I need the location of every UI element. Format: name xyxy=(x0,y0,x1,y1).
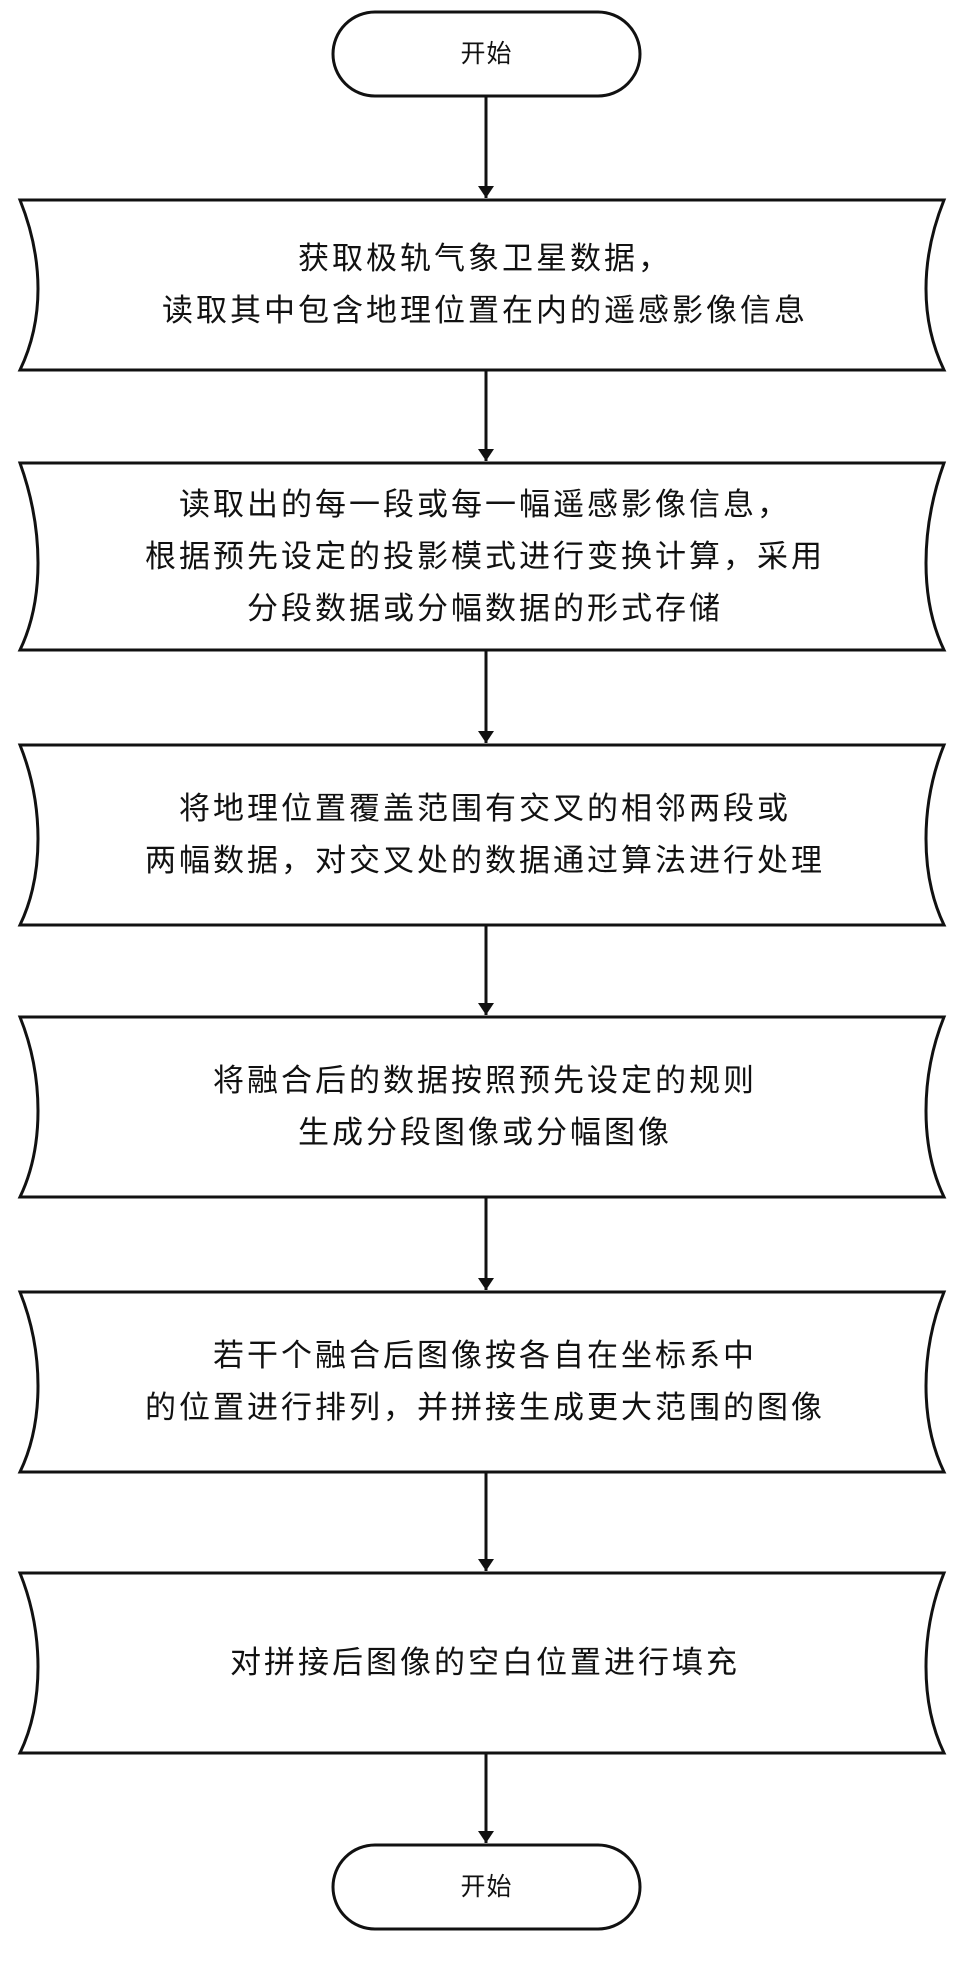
step-5-line-2: 的位置进行排列，并拼接生成更大范围的图像 xyxy=(145,1390,825,1426)
step-2-line-2: 根据预先设定的投影模式进行变换计算，采用 xyxy=(145,538,825,575)
step-1-line-1: 获取极轨气象卫星数据， xyxy=(298,241,672,277)
start-label-text: 开始 xyxy=(460,39,513,68)
step-4-shape xyxy=(17,1015,947,1199)
step-4-line-1: 将融合后的数据按照预先设定的规则 xyxy=(213,1063,757,1099)
end-label: 开始 xyxy=(333,1845,640,1929)
step-3-text: 将地理位置覆盖范围有交叉的相邻两段或 两幅数据，对交叉处的数据通过算法进行处理 xyxy=(40,745,930,925)
step-2-line-3: 分段数据或分幅数据的形式存储 xyxy=(247,590,723,627)
end-label-text: 开始 xyxy=(460,1872,513,1901)
step-4-text: 将融合后的数据按照预先设定的规则 生成分段图像或分幅图像 xyxy=(40,1017,930,1197)
step-1-text: 获取极轨气象卫星数据， 读取其中包含地理位置在内的遥感影像信息 xyxy=(40,200,930,370)
step-2-line-1: 读取出的每一段或每一幅遥感影像信息， xyxy=(179,486,791,523)
end-terminal-shape xyxy=(331,1843,642,1931)
step-5-text: 若干个融合后图像按各自在坐标系中 的位置进行排列，并拼接生成更大范围的图像 xyxy=(40,1292,930,1472)
step-4-line-2: 生成分段图像或分幅图像 xyxy=(298,1115,672,1151)
step-5-shape xyxy=(17,1290,947,1474)
step-3-shape xyxy=(17,743,947,927)
step-3-line-1: 将地理位置覆盖范围有交叉的相邻两段或 xyxy=(179,791,791,827)
step-5-line-1: 若干个融合后图像按各自在坐标系中 xyxy=(213,1338,757,1374)
step-1-shape xyxy=(17,198,947,372)
step-3-line-2: 两幅数据，对交叉处的数据通过算法进行处理 xyxy=(145,843,825,879)
step-6-line-1: 对拼接后图像的空白位置进行填充 xyxy=(230,1645,740,1681)
step-1-line-2: 读取其中包含地理位置在内的遥感影像信息 xyxy=(162,293,808,329)
step-2-text: 读取出的每一段或每一幅遥感影像信息， 根据预先设定的投影模式进行变换计算，采用 … xyxy=(40,463,930,650)
step-6-text: 对拼接后图像的空白位置进行填充 xyxy=(40,1573,930,1753)
step-2-shape xyxy=(17,461,947,652)
start-label: 开始 xyxy=(333,12,640,96)
step-6-shape xyxy=(17,1571,947,1755)
